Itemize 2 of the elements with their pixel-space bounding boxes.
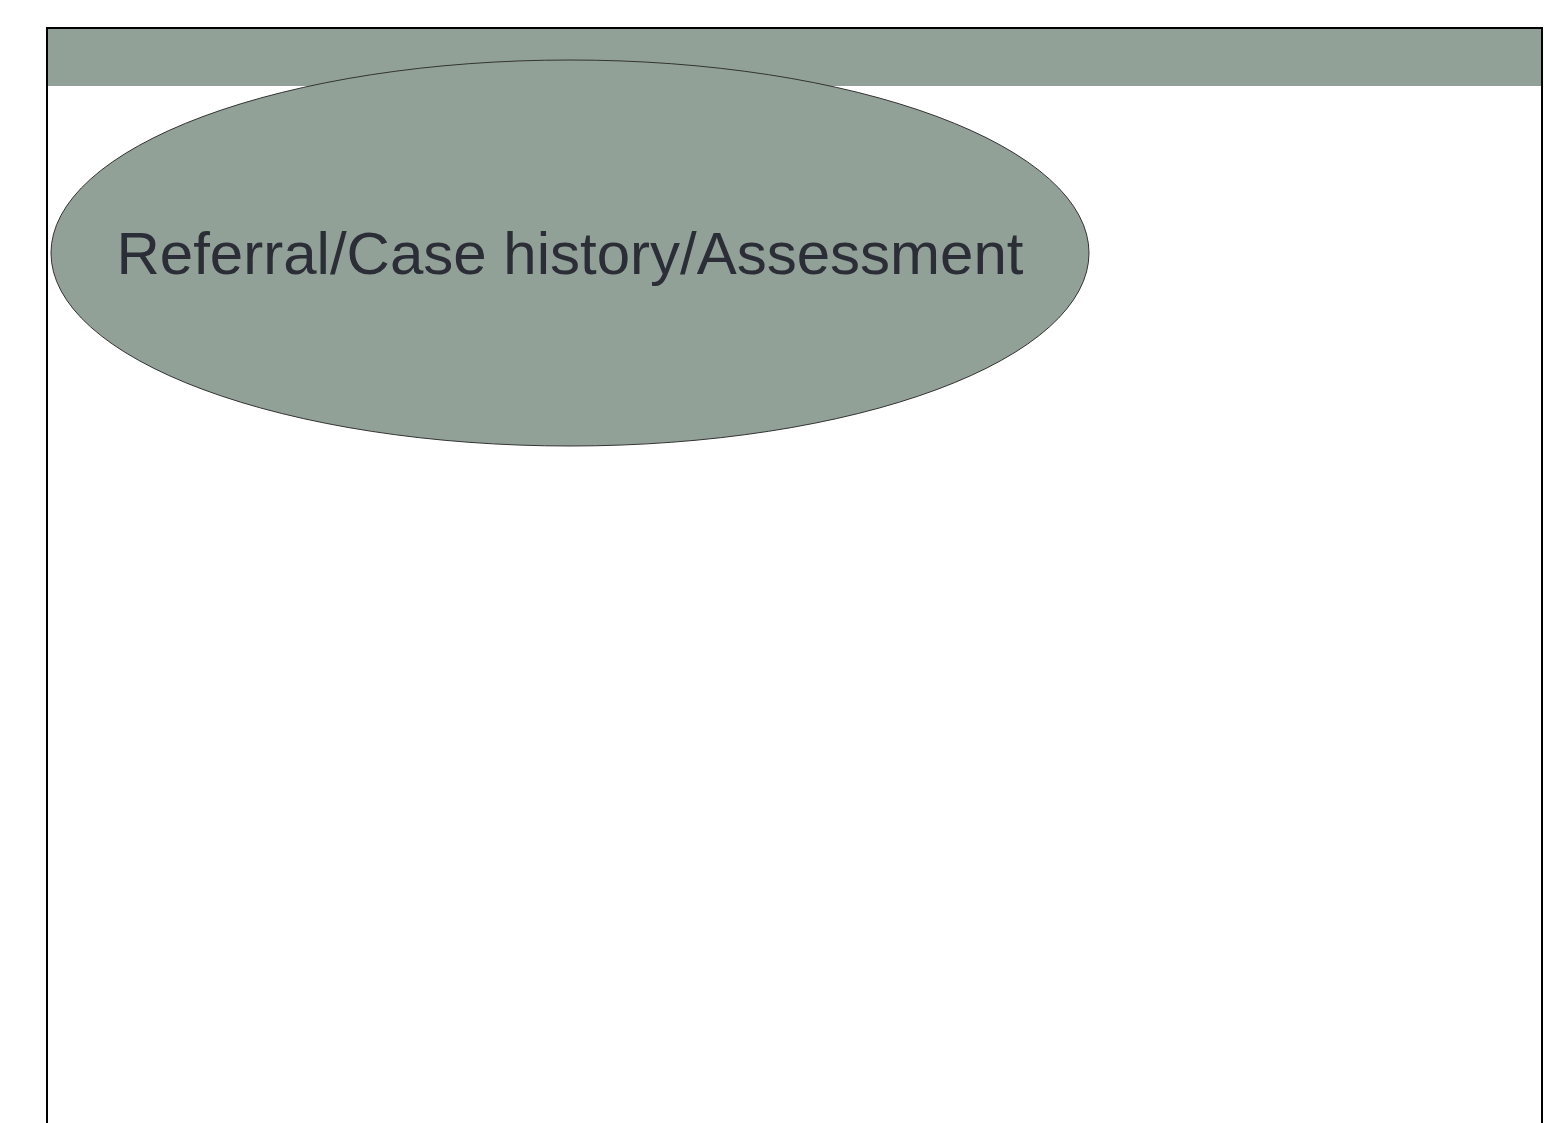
ellipse-node: [50, 59, 1090, 447]
node-label: Referral/Case history/Assessment: [115, 218, 1025, 288]
